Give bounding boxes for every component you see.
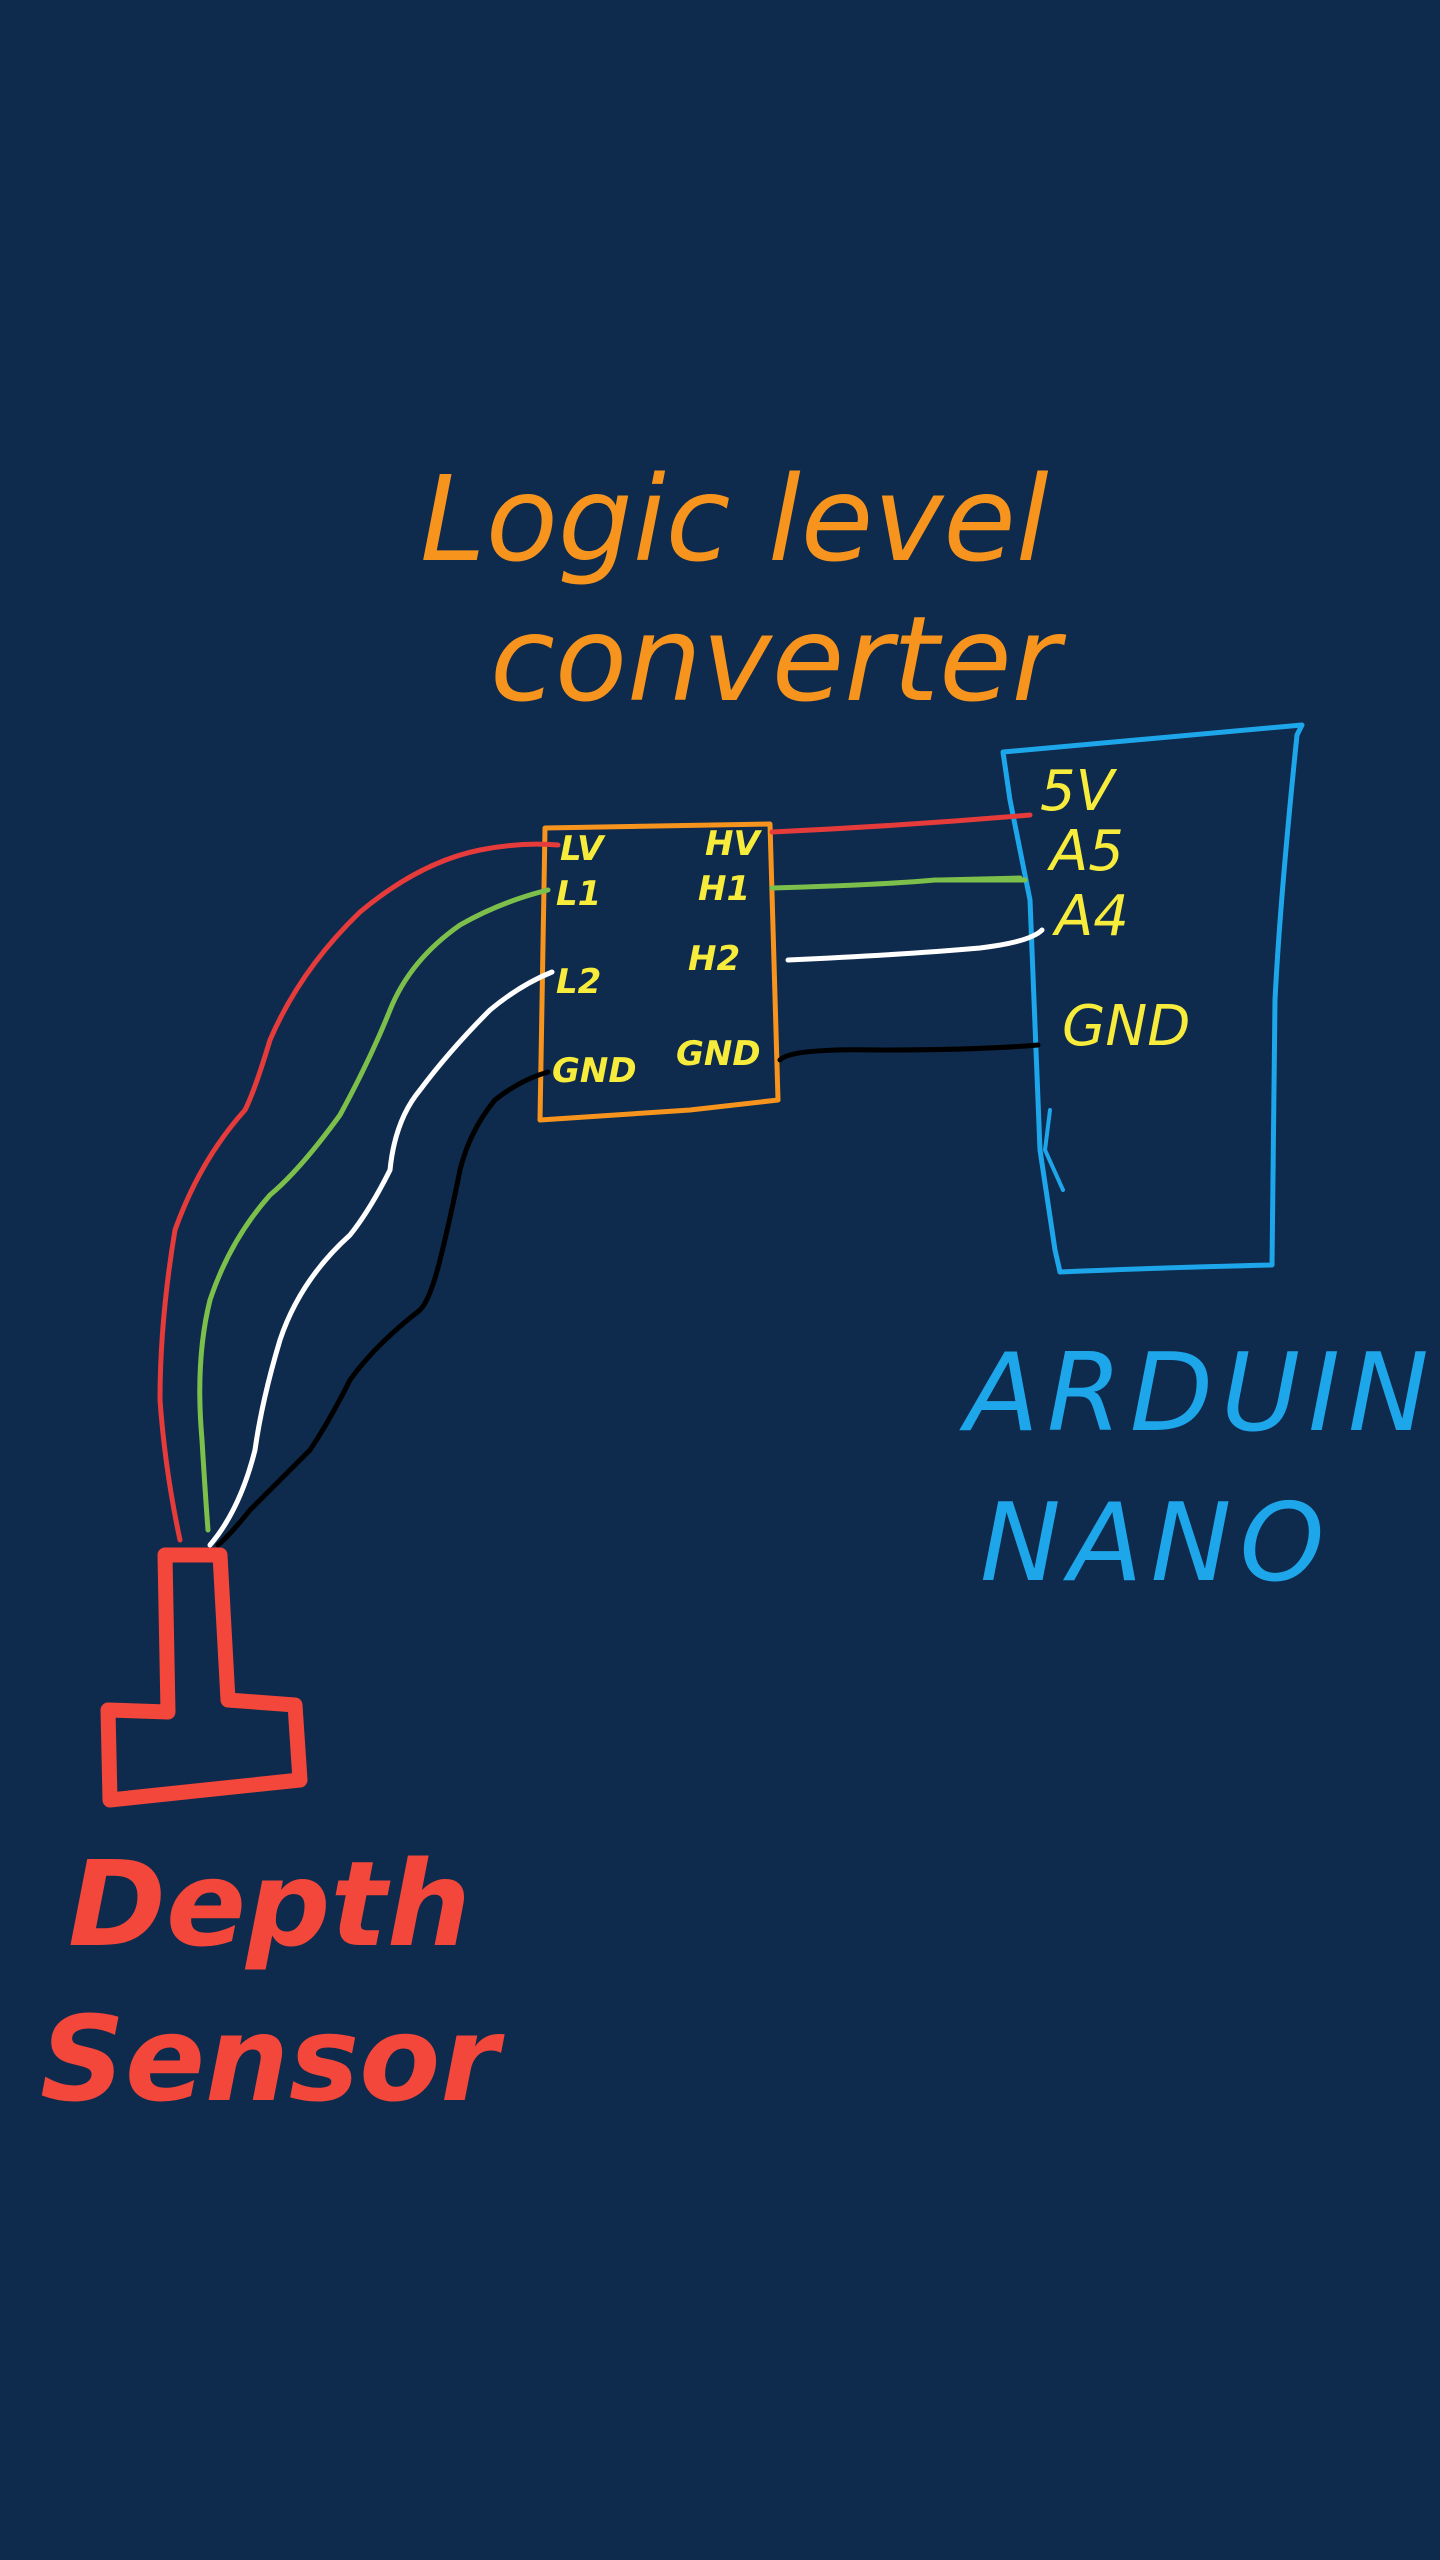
- arduino-board: [1000, 722, 1305, 1275]
- arduino-pin-5v: 5V: [1040, 759, 1118, 824]
- converter-pin-gnd-left: GND: [552, 1051, 637, 1091]
- converter-pin-h2: H2: [688, 939, 740, 979]
- converter-pin-l2: L2: [556, 962, 601, 1002]
- converter-pin-gnd-right: GND: [676, 1034, 761, 1074]
- wire-white-sensor-l2: [207, 969, 555, 1548]
- wire-black-gnd-gnd: [777, 1042, 1041, 1063]
- converter-pin-l1: L1: [556, 874, 601, 914]
- wire-red-sensor-lv: [157, 841, 561, 1543]
- converter-board: [537, 821, 781, 1123]
- wire-green-h1-a5: [769, 877, 1028, 891]
- sensor-title-line1: Depth: [68, 1835, 471, 1973]
- arduino-title-line1: ARDUINO: [959, 1331, 1440, 1456]
- converter-title-line1: Logic level: [420, 450, 1049, 588]
- arduino-mark: [1042, 1108, 1065, 1192]
- wire-green-bundle: [937, 875, 1023, 883]
- converter-pin-lv: LV: [560, 829, 606, 869]
- wire-black-sensor-gnd: [215, 1069, 551, 1548]
- wire-red-hv-5v: [769, 812, 1033, 835]
- depth-sensor: [100, 1547, 308, 1808]
- converter-title-line2: converter: [490, 590, 1067, 728]
- arduino-pin-a5: A5: [1047, 819, 1124, 884]
- arduino-pin-gnd: GND: [1062, 994, 1190, 1059]
- wire-green-sensor-l1: [197, 887, 551, 1533]
- arduino-title-line2: NANO: [980, 1481, 1332, 1606]
- wire-white-h2-a4: [785, 927, 1045, 963]
- sensor-title-line2: Sensor: [40, 1990, 505, 2128]
- arduino-pin-a4: A4: [1052, 884, 1129, 949]
- converter-pin-h1: H1: [698, 869, 750, 909]
- converter-pin-hv: HV: [705, 824, 762, 864]
